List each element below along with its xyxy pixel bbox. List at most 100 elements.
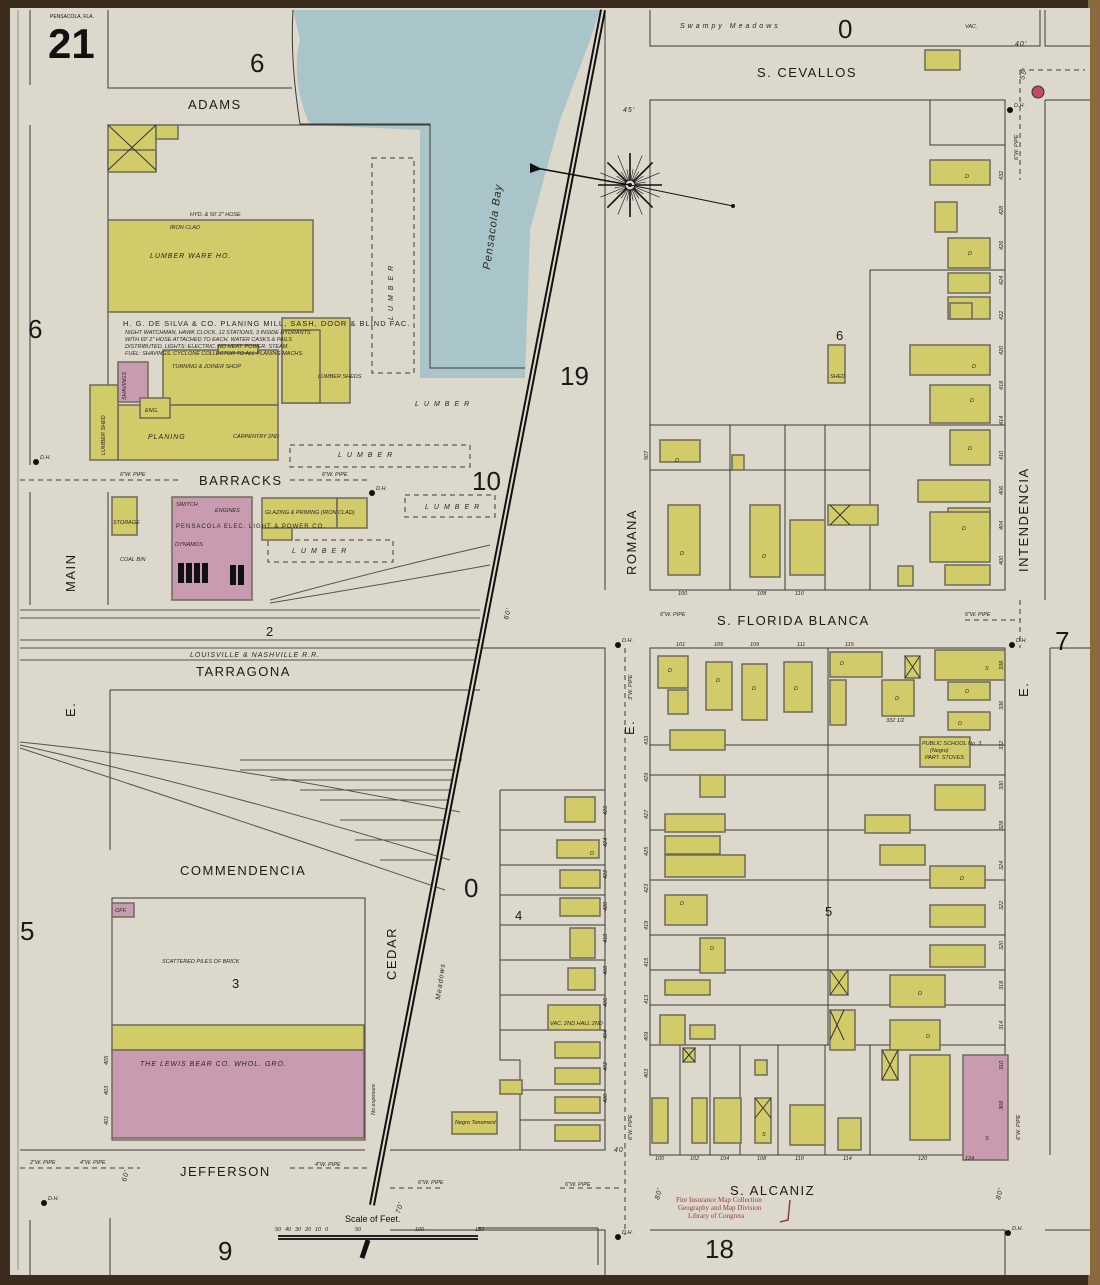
- street-intendencia-prefix: E.: [1016, 682, 1031, 697]
- width-label: 40': [1015, 41, 1027, 48]
- house-number: 426: [999, 240, 1005, 250]
- frame-building: [909, 344, 991, 376]
- house-number: 100: [678, 591, 688, 597]
- street-main-prefix: E.: [63, 702, 78, 717]
- house-number: 322: [999, 901, 1005, 910]
- main-railroad-line: [359, 9, 606, 1259]
- stamp-line: Geography and Map Division: [678, 1204, 762, 1212]
- block-number: 19: [560, 361, 589, 391]
- frame-building: [929, 904, 986, 928]
- frame-building: [909, 1054, 951, 1141]
- street-cedar: CEDAR: [384, 927, 399, 980]
- pipe-label: 6"W. PIPE: [628, 1114, 634, 1140]
- frame-building: [929, 384, 991, 424]
- label-public-school: PUBLIC SCHOOL No. 3: [922, 741, 982, 747]
- frame-building: [664, 854, 746, 878]
- dwelling-mark: D: [895, 696, 899, 702]
- frame-building: [667, 504, 701, 576]
- house-number: 332: [999, 741, 1005, 750]
- frame-building: [749, 504, 781, 578]
- pipe-label: 6"W. PIPE: [565, 1182, 591, 1188]
- scale-tick-label: 10: [315, 1227, 322, 1233]
- house-number: 111: [797, 642, 805, 648]
- frame-building: [107, 149, 157, 173]
- label-lumber-sheds: LUMBER SHEDS: [318, 374, 362, 380]
- frame-building: [547, 1004, 601, 1031]
- label-school-note2: PART. STOVES: [925, 755, 964, 761]
- street-adams: ADAMS: [188, 97, 242, 112]
- label-vac-hall: VAC. 2ND HALL 2ND: [550, 1021, 603, 1027]
- pipe-label: 4"W. PIPE: [315, 1162, 341, 1168]
- hydrant-label: D.H.: [622, 638, 633, 644]
- label-iron-clad: IRON CLAD: [170, 225, 200, 231]
- block-number: 2: [266, 624, 273, 639]
- house-number: 324: [999, 861, 1005, 870]
- store-mark: S: [762, 1132, 766, 1138]
- dwelling-mark: D: [840, 661, 844, 667]
- label-glazing: GLAZING & PRIMING (IRON CLAD): [265, 510, 355, 516]
- width-label: 40': [614, 1147, 626, 1154]
- open-shed-mark: [904, 655, 921, 679]
- boiler-mark: [194, 563, 200, 583]
- brick-building: [962, 1054, 1009, 1161]
- frame-building: [281, 329, 321, 404]
- house-number: 418: [999, 380, 1005, 390]
- pipe-label: 6"W. PIPE: [418, 1180, 444, 1186]
- house-number: 320: [999, 940, 1005, 950]
- dwelling-mark: D: [962, 526, 966, 532]
- house-number: 428: [999, 205, 1005, 215]
- block-number: 7: [1055, 626, 1069, 656]
- house-number: 110: [795, 591, 805, 597]
- pipe-label: 6"W. PIPE: [660, 612, 686, 618]
- block-number: 6: [28, 314, 42, 344]
- house-number: 400: [603, 1093, 609, 1103]
- label-carpentry: CARPENTRY 2ND: [233, 434, 279, 440]
- frame-building: [217, 344, 259, 354]
- house-number: 427: [644, 809, 650, 819]
- frame-building: [139, 397, 171, 419]
- label-school-note: (Negro): [930, 748, 949, 754]
- block-number: 9: [218, 1236, 232, 1266]
- label-no-exposure: No exposure: [371, 1084, 377, 1115]
- label-lumber: LUMBER: [425, 504, 484, 511]
- frame-building: [929, 865, 986, 889]
- frame-building: [559, 869, 601, 889]
- label-shed: SHED: [830, 374, 845, 380]
- frame-building: [111, 1024, 365, 1051]
- width-label: 45': [623, 107, 635, 114]
- label-switch: SWITCH: [176, 502, 198, 508]
- brick-building: [117, 361, 149, 403]
- block-outlines: [20, 10, 1090, 1275]
- frame-building: [827, 504, 879, 526]
- frame-building: [741, 663, 768, 721]
- frame-building: [934, 784, 986, 811]
- boiler-mark: [202, 563, 208, 583]
- frame-building: [705, 661, 733, 711]
- frame-building: [929, 944, 986, 968]
- frame-building: [559, 897, 601, 917]
- hydrant-label: D.H.: [1014, 103, 1025, 109]
- house-number: 108: [757, 591, 767, 597]
- hydrant-icon: [1007, 107, 1013, 113]
- house-number: 423: [644, 883, 650, 893]
- frame-building: [783, 661, 813, 713]
- street-s-cevallos: S. CEVALLOS: [757, 65, 857, 80]
- block-number: 3: [232, 976, 239, 991]
- house-number: 114: [843, 1156, 852, 1162]
- frame-building: [947, 681, 991, 701]
- library-stamp: Fire Insurance Map Collection Geography …: [676, 1196, 791, 1223]
- house-number: 105: [714, 642, 724, 648]
- street-s-florida-blanca: S. FLORIDA BLANCA: [717, 613, 870, 628]
- frame-building: [889, 1019, 941, 1051]
- boiler-mark: [238, 565, 244, 585]
- pipe-label: 6"W. PIPE: [322, 472, 348, 478]
- hydrant-icon: [1009, 642, 1015, 648]
- frame-building: [947, 237, 991, 269]
- street-commendencia: COMMENDENCIA: [180, 863, 306, 878]
- frame-building: [699, 774, 726, 798]
- house-number: 406: [999, 485, 1005, 495]
- pipe-label: 6"W. PIPE: [1014, 134, 1020, 160]
- frame-building: [789, 1104, 826, 1146]
- frame-building: [664, 813, 726, 833]
